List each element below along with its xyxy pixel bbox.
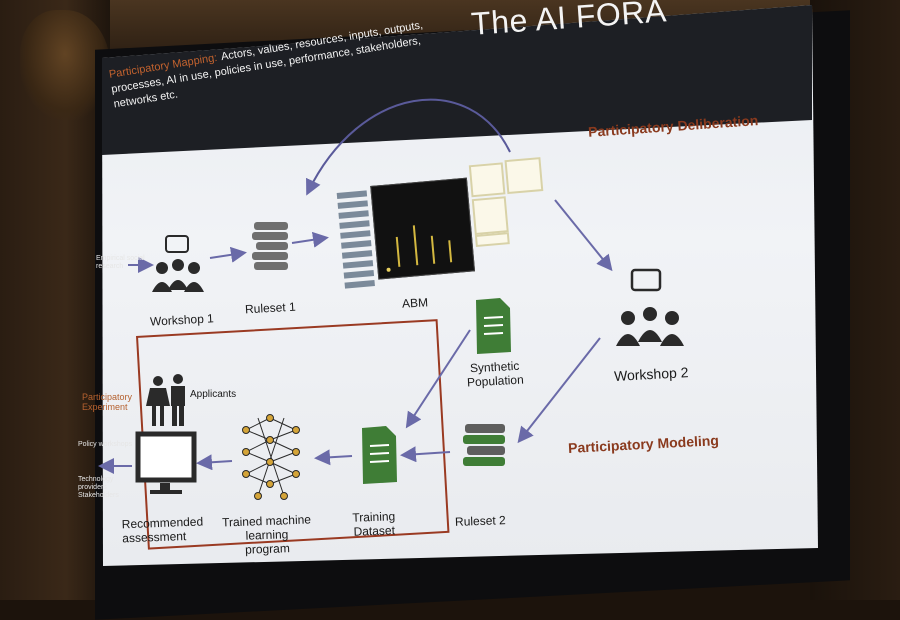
arrow-ruleset1-to-abm <box>291 231 329 248</box>
workshop1-people-icon <box>152 235 204 292</box>
technology-providers-label: Technology providers Stakeholders <box>78 476 119 499</box>
diagram-graphics <box>98 98 684 500</box>
arrow-program-to-monitor <box>196 454 233 471</box>
ruleset2-label: Ruleset 2 <box>454 513 506 529</box>
empirical-research-label: Empirical social research <box>96 255 145 270</box>
policy-workshops-label: Policy workshops <box>78 441 133 448</box>
neural-network-icon <box>242 414 300 500</box>
training-dataset-label: Training Dataset <box>352 509 396 539</box>
ruleset1-books-icon <box>252 222 288 270</box>
applicants-label: Applicants <box>190 389 237 400</box>
recommended-assessment-label: Recommended assessment <box>121 514 204 546</box>
arrow-dataset-to-program <box>314 449 353 466</box>
monitor-icon <box>135 431 197 494</box>
arrow-ruleset2-to-dataset <box>400 446 451 463</box>
synthetic-population-document-icon <box>476 298 511 354</box>
workshop2-people-icon <box>616 268 684 346</box>
training-dataset-document-icon <box>362 426 397 484</box>
arrow-synthetic-to-dataset <box>405 329 471 429</box>
arrow-curve-top <box>306 98 511 196</box>
projected-slide: The AI FORA Participatory Mapping:Actors… <box>78 0 818 566</box>
phase-experiment-label: Participatory Experiment <box>82 392 133 412</box>
arrow-abm-to-workshop2 <box>554 199 613 272</box>
ruleset2-books-icon <box>463 424 505 466</box>
abm-label: ABM <box>401 295 429 311</box>
arrow-workshop2-to-ruleset2 <box>517 337 601 444</box>
applicants-icon <box>146 374 185 426</box>
arrow-workshop1-to-ruleset1 <box>209 246 247 263</box>
ruleset1-label: Ruleset 1 <box>244 299 297 317</box>
trained-program-label: Trained machine learning program <box>221 512 312 557</box>
synthetic-population-label: Synthetic Population <box>466 358 525 390</box>
